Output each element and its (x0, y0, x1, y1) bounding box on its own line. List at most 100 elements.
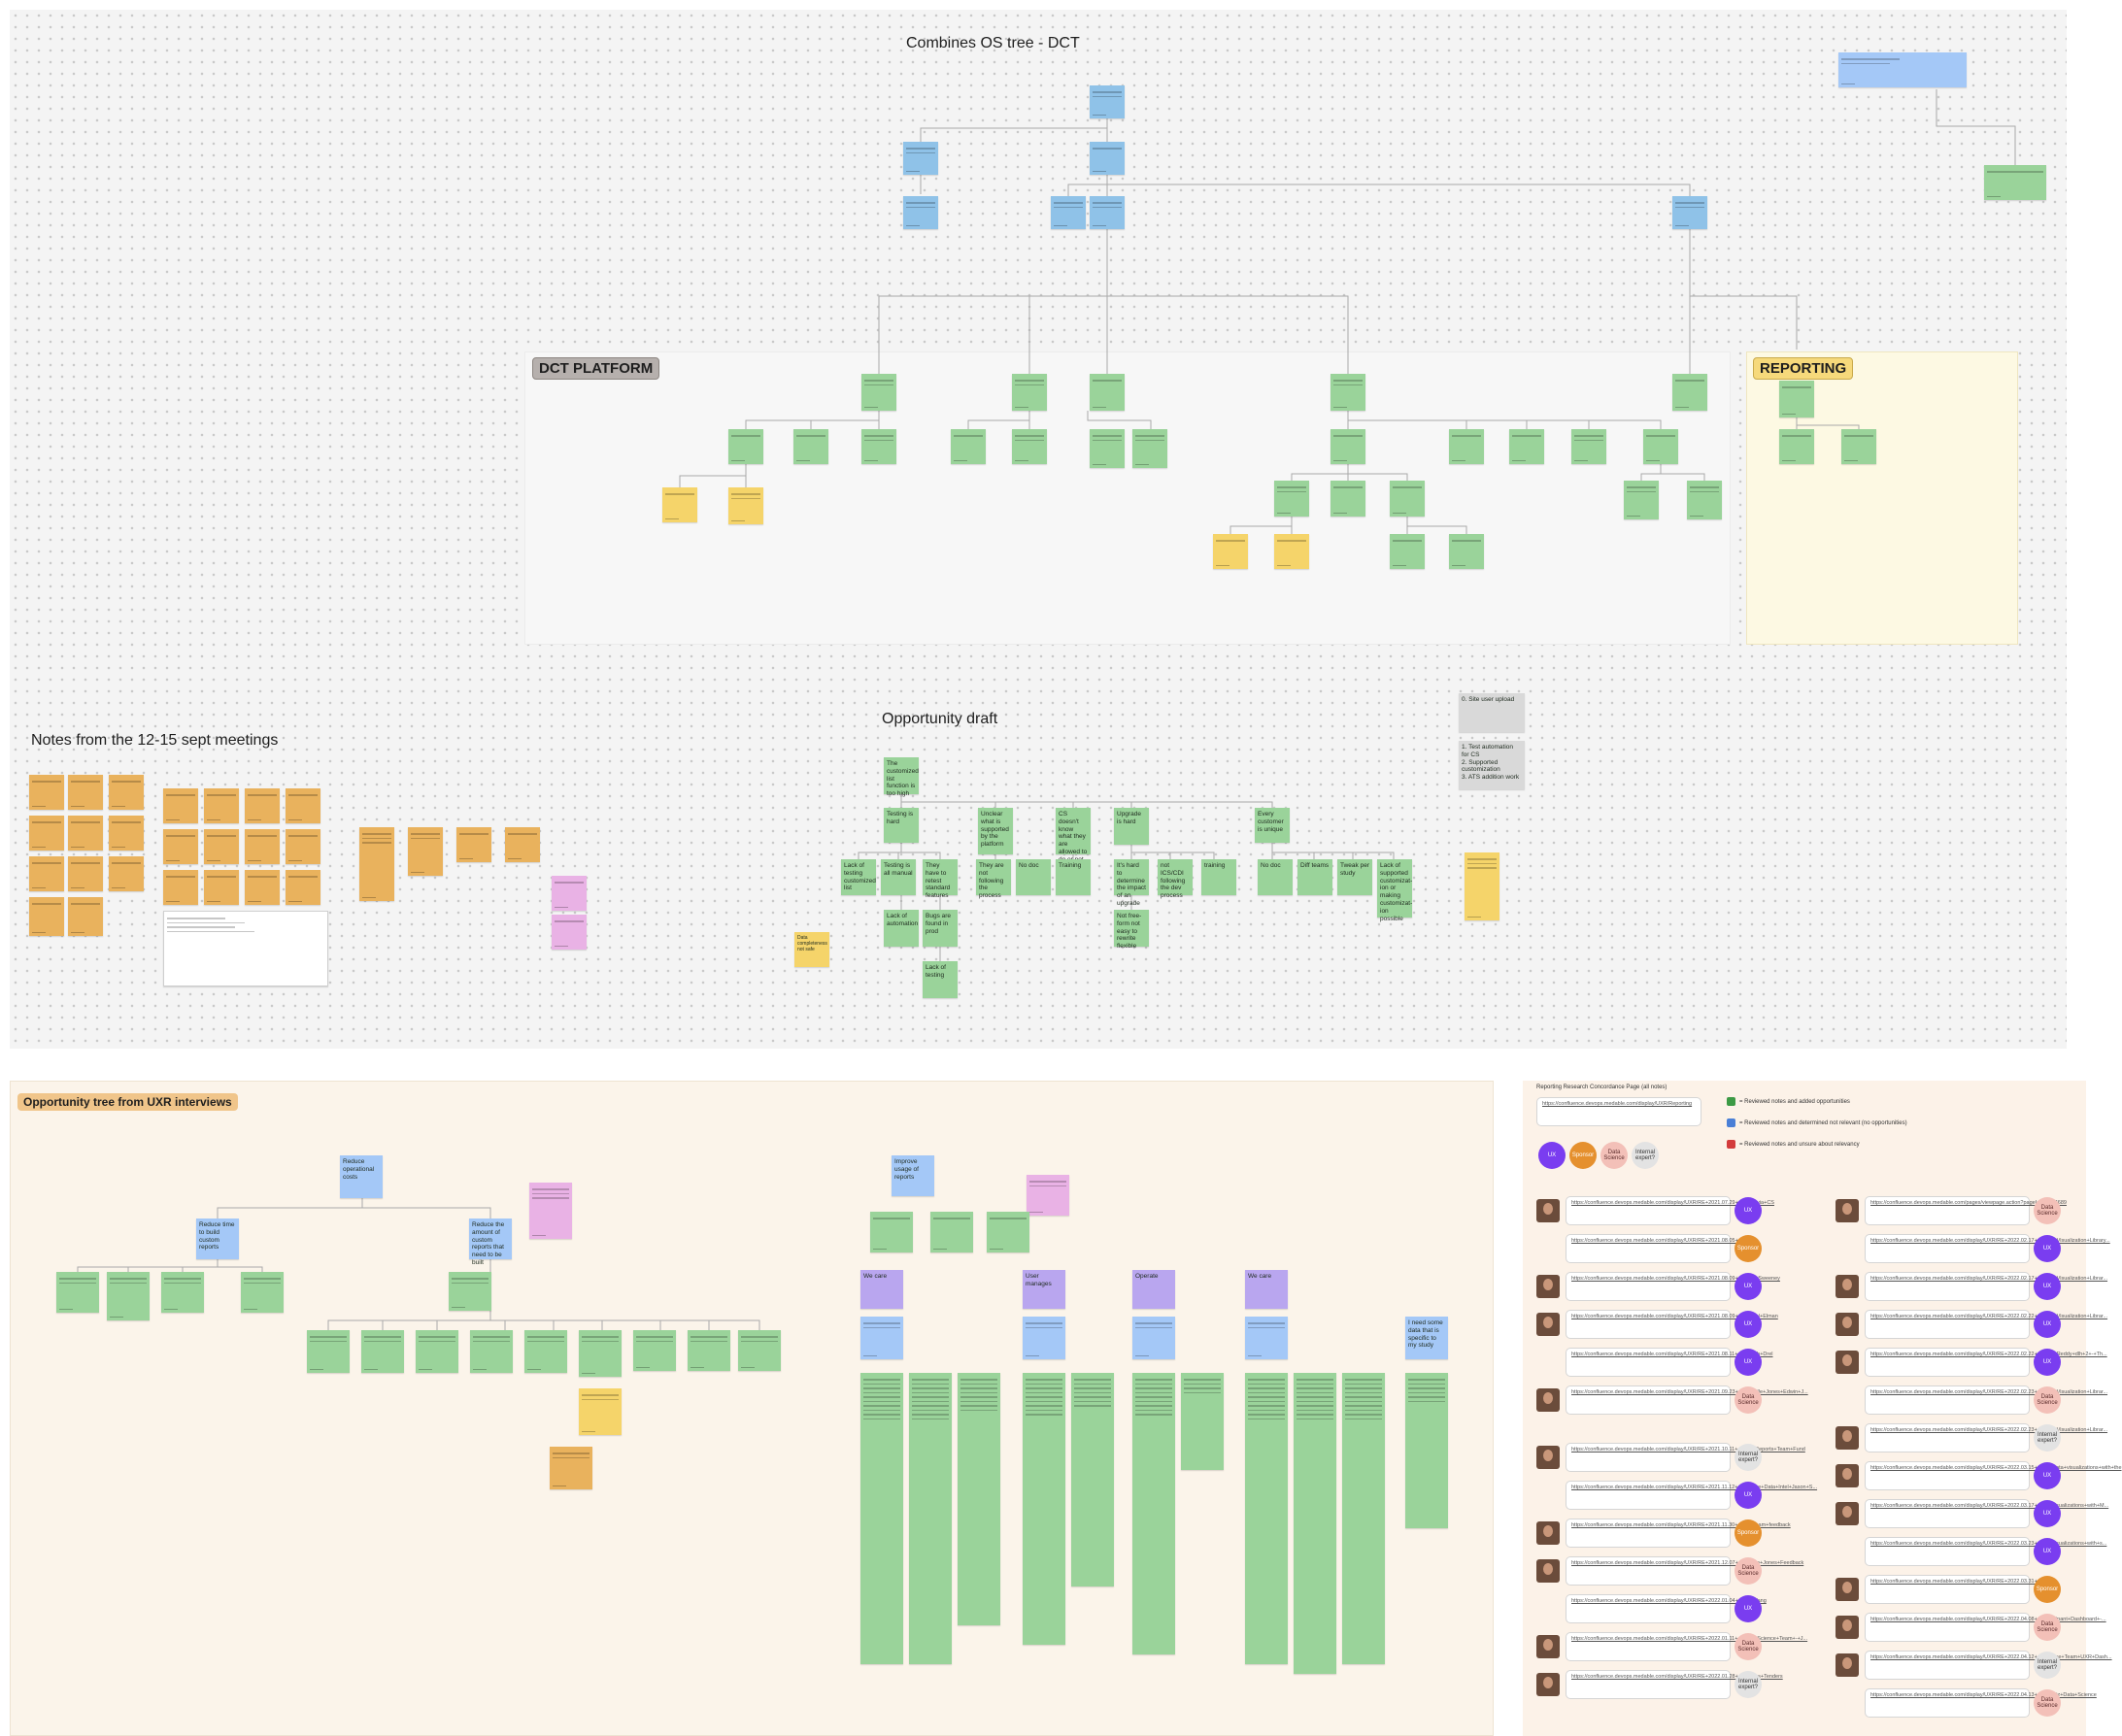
opportunity-node[interactable]: Tweak per study (1337, 859, 1372, 895)
sticky-note[interactable] (204, 788, 239, 823)
uxr-node[interactable]: Reduce the amount of custom reports that… (469, 1219, 512, 1266)
sticky-note[interactable] (1841, 429, 1876, 464)
opportunity-node[interactable]: Bugs are found in prod (923, 910, 958, 947)
interview-link-card[interactable]: https://confluence.devops.medable.com/di… (1566, 1196, 1774, 1225)
sticky-note[interactable] (870, 1212, 913, 1252)
link-text[interactable]: https://confluence.devops.medable.com/di… (1870, 1238, 2110, 1244)
opportunity-node[interactable]: Testing is hard (884, 808, 919, 843)
interview-link-card[interactable]: https://confluence.devops.medable.com/di… (1566, 1272, 1780, 1301)
sticky-note[interactable] (68, 775, 103, 810)
interview-link-card[interactable]: https://confluence.devops.medable.com/di… (1865, 1385, 2107, 1415)
link-text[interactable]: https://confluence.devops.medable.com/di… (1571, 1598, 1767, 1604)
link-text[interactable]: https://confluence.devops.medable.com/di… (1571, 1276, 1780, 1282)
interview-link-card[interactable]: https://confluence.devops.medable.com/di… (1566, 1310, 1778, 1339)
sticky-note[interactable] (68, 897, 103, 936)
sticky-note[interactable] (107, 1272, 150, 1320)
persona-note[interactable]: We care (860, 1270, 903, 1309)
link-card[interactable]: https://confluence.devops.medable.com/di… (1536, 1097, 1701, 1126)
opportunity-node[interactable]: training (1201, 859, 1236, 895)
persona-note[interactable]: User manages (1023, 1270, 1065, 1309)
interview-link-card[interactable]: https://confluence.devops.medable.com/di… (1865, 1234, 2110, 1263)
sticky-note[interactable] (1779, 381, 1814, 417)
interview-link-card[interactable]: https://confluence.devops.medable.com/di… (1566, 1385, 1808, 1415)
sticky-note[interactable] (286, 788, 320, 823)
sticky-note[interactable] (1274, 481, 1309, 517)
sticky-note[interactable] (1672, 196, 1707, 229)
link-text[interactable]: https://confluence.devops.medable.com/di… (1870, 1352, 2107, 1357)
sticky-note[interactable]: Data completeness not safe (794, 932, 829, 967)
link-text[interactable]: https://confluence.devops.medable.com/di… (1571, 1200, 1774, 1206)
sticky-note[interactable] (1509, 429, 1544, 464)
opportunity-node[interactable]: Unclear what is supported by the platfor… (978, 808, 1013, 854)
sticky-note[interactable] (161, 1272, 204, 1313)
persona-note[interactable]: Operate (1132, 1270, 1175, 1309)
sticky-note-stack[interactable] (909, 1373, 952, 1664)
interview-link-card[interactable]: https://confluence.devops.medable.com/di… (1865, 1461, 2122, 1490)
interview-link-card[interactable]: https://confluence.devops.medable.com/di… (1865, 1575, 2049, 1604)
link-text[interactable]: https://confluence.devops.medable.com/di… (1571, 1447, 1805, 1452)
sticky-note-stack[interactable] (1023, 1373, 1065, 1645)
sticky-note[interactable] (449, 1272, 491, 1311)
uxr-root[interactable]: Reduce operational costs (340, 1155, 383, 1198)
sticky-note[interactable] (1274, 534, 1309, 569)
link-text[interactable]: https://confluence.devops.medable.com/di… (1571, 1314, 1778, 1319)
sticky-note[interactable] (204, 829, 239, 864)
sticky-note[interactable] (1330, 429, 1365, 464)
link-text[interactable]: https://confluence.devops.medable.com/di… (1870, 1654, 2112, 1660)
link-text[interactable]: https://confluence.devops.medable.com/di… (1571, 1674, 1783, 1680)
sticky-note-stack[interactable] (1071, 1373, 1114, 1586)
opportunity-node[interactable]: CS doesn't know what they are allowed to… (1056, 808, 1091, 863)
sticky-note[interactable] (245, 870, 280, 905)
priority-list[interactable]: 1. Test automation for CS 2. Supported c… (1459, 741, 1525, 789)
link-text[interactable]: https://confluence.devops.medable.com/di… (1870, 1617, 2106, 1622)
sticky-note[interactable] (245, 788, 280, 823)
link-text[interactable]: https://confluence.devops.medable.com/di… (1571, 1389, 1808, 1395)
uxr-root[interactable]: Improve usage of reports (892, 1155, 934, 1196)
sticky-note[interactable] (163, 829, 198, 864)
interview-link-card[interactable]: https://confluence.devops.medable.com/di… (1865, 1613, 2106, 1642)
link-text[interactable]: https://confluence.devops.medable.com/di… (1870, 1503, 2109, 1509)
opportunity-node[interactable]: They are not following the process (976, 859, 1011, 899)
sticky-note[interactable] (1245, 1317, 1288, 1359)
interview-link-card[interactable]: https://confluence.devops.medable.com/di… (1865, 1651, 2112, 1680)
interview-link-card[interactable]: https://confluence.devops.medable.com/di… (1865, 1348, 2107, 1377)
opportunity-node[interactable]: Diff teams (1297, 859, 1332, 895)
link-text[interactable]: https://confluence.devops.medable.com/pa… (1870, 1200, 2067, 1206)
sticky-note[interactable] (1012, 429, 1047, 464)
sticky-note[interactable] (579, 1388, 622, 1435)
interview-link-card[interactable]: https://confluence.devops.medable.com/di… (1566, 1556, 1803, 1586)
sticky-note[interactable] (662, 487, 697, 522)
sticky-note[interactable] (987, 1212, 1029, 1252)
sticky-note[interactable] (109, 775, 144, 810)
interview-link-card[interactable]: https://confluence.devops.medable.com/di… (1566, 1632, 1807, 1661)
persona-note[interactable]: We care (1245, 1270, 1288, 1309)
interview-link-card[interactable]: https://confluence.devops.medable.com/di… (1865, 1537, 2107, 1566)
sticky-note[interactable] (793, 429, 828, 464)
sticky-note-stack[interactable] (1245, 1373, 1288, 1664)
interview-link-card[interactable]: https://confluence.devops.medable.com/di… (1865, 1310, 2108, 1339)
sticky-note[interactable] (550, 1447, 592, 1489)
link-text[interactable]: https://confluence.devops.medable.com/di… (1870, 1541, 2107, 1547)
interview-link-card[interactable]: https://confluence.devops.medable.com/di… (1566, 1519, 1791, 1548)
sticky-note[interactable] (1090, 142, 1125, 175)
uxr-node[interactable]: I need some data that is specific to my … (1405, 1317, 1448, 1359)
sticky-note[interactable] (416, 1330, 458, 1373)
sticky-note[interactable] (1984, 165, 2046, 200)
sticky-note-stack[interactable] (1342, 1373, 1385, 1664)
sticky-note[interactable] (470, 1330, 513, 1373)
sticky-note[interactable] (408, 827, 443, 876)
sticky-note[interactable] (951, 429, 986, 464)
interview-link-card[interactable]: https://confluence.devops.medable.com/di… (1566, 1670, 1783, 1699)
link-text[interactable]: https://confluence.devops.medable.com/di… (1870, 1692, 2097, 1698)
sticky-note[interactable] (903, 196, 938, 229)
sticky-note[interactable] (68, 816, 103, 851)
link-text[interactable]: https://confluence.devops.medable.com/di… (1571, 1352, 1773, 1357)
opportunity-root[interactable]: The customized list function is too high (884, 757, 919, 797)
link-text[interactable]: https://confluence.devops.medable.com/di… (1571, 1522, 1791, 1528)
interview-link-card[interactable]: https://confluence.devops.medable.com/di… (1566, 1443, 1805, 1472)
interview-link-card[interactable]: https://confluence.devops.medable.com/di… (1566, 1594, 1767, 1623)
link-text[interactable]: https://confluence.devops.medable.com/di… (1870, 1314, 2108, 1319)
sticky-note[interactable] (738, 1330, 781, 1371)
sticky-note[interactable] (1624, 481, 1659, 519)
opportunity-node[interactable]: It's hard to determine the impact of an … (1114, 859, 1149, 907)
